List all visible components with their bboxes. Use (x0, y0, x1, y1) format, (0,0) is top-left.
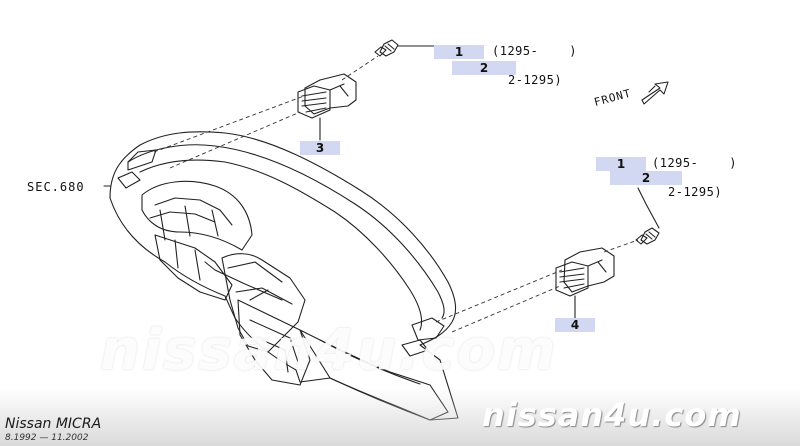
center-console (221, 253, 306, 353)
steering-column-housing (154, 234, 233, 301)
screw-top (374, 39, 399, 57)
dashboard-outline (109, 131, 459, 421)
callout-1-top[interactable]: 1 (434, 45, 484, 59)
screw-right (635, 227, 660, 245)
callout-2-top[interactable]: 2 (452, 61, 516, 75)
dashboard-crest (127, 144, 445, 319)
right-corner-vent (411, 317, 445, 341)
vent-3 (297, 73, 357, 119)
callout-4[interactable]: 4 (555, 318, 595, 332)
callout-2-right[interactable]: 2 (610, 171, 682, 185)
date-range-label-right-1: (1295- ) (652, 156, 737, 170)
footer-shade (0, 388, 800, 446)
date-range-label-top-1: (1295- ) (492, 44, 577, 58)
date-range-label-right-2: 2-1295) (668, 185, 723, 199)
callout-1-right[interactable]: 1 (596, 157, 646, 171)
callout-3[interactable]: 3 (300, 141, 340, 155)
watermark-logo: nissan4u.com (482, 396, 742, 434)
production-range: 8.1992 — 11.2002 (5, 433, 89, 443)
section-reference-link[interactable]: SEC.680 (27, 180, 85, 194)
left-corner-vent (127, 149, 157, 171)
lower-stack (237, 299, 311, 386)
vent-4 (555, 247, 615, 297)
watermark-center: nissan4u.com (100, 318, 558, 383)
dashboard-top-contour (139, 159, 423, 331)
front-arrow-icon (641, 81, 669, 105)
model-name: Nissan MICRA (5, 416, 102, 432)
date-range-label-top-2: 2-1295) (508, 73, 563, 87)
